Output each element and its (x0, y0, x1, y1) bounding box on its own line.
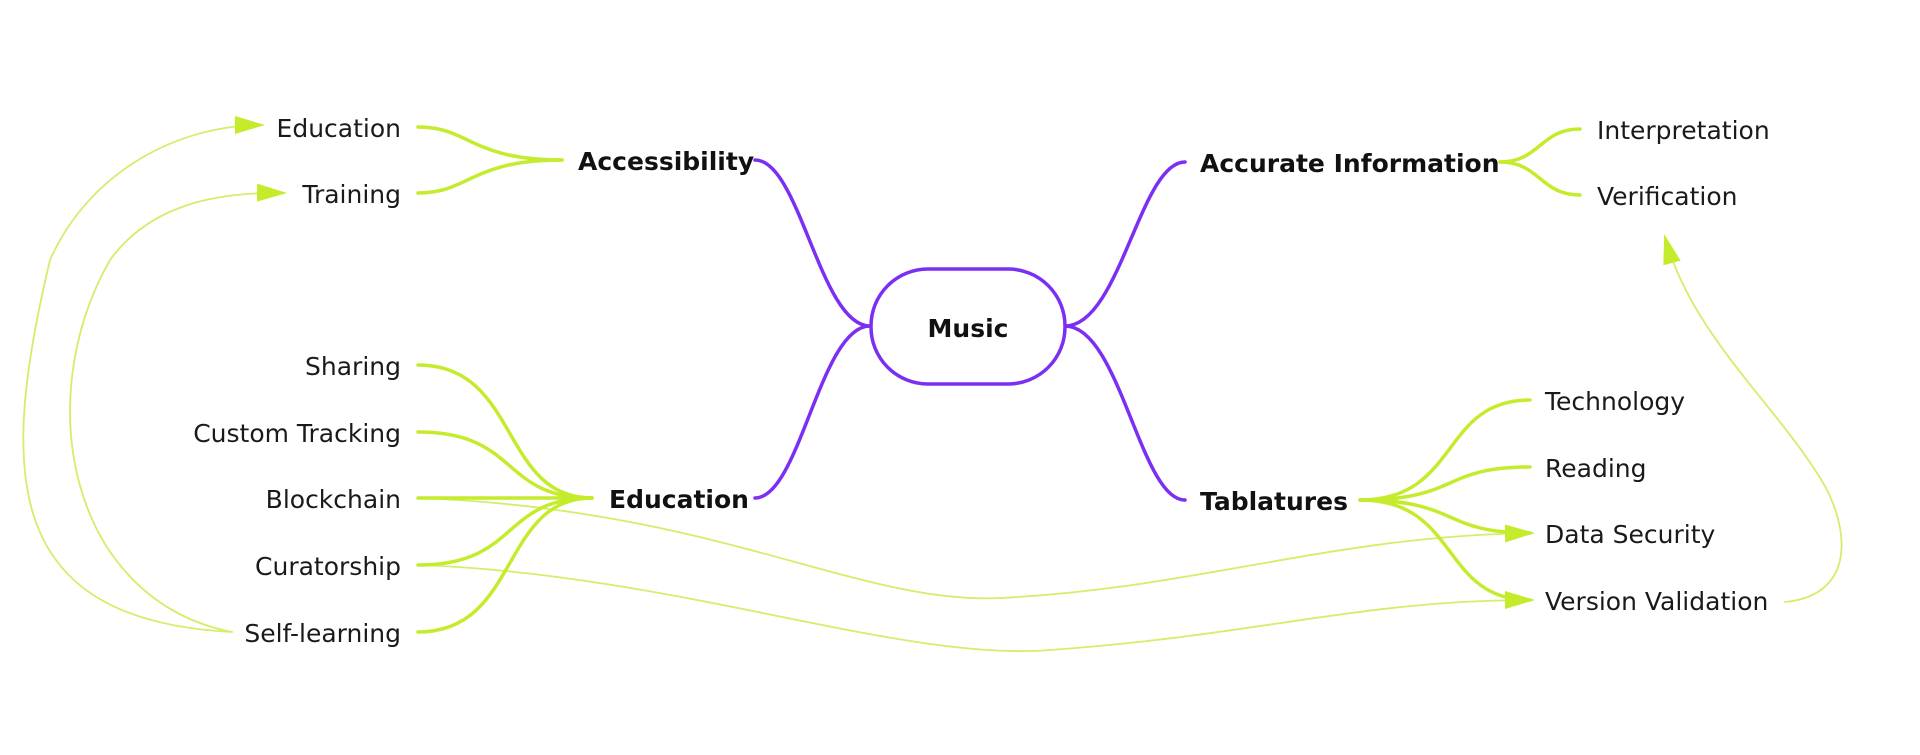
central-topic-shape (869, 267, 1067, 386)
sub-link-custom-tracking (416, 430, 594, 500)
branch-accurate-information: Accurate Information Interpretation Veri… (1200, 116, 1770, 211)
branch-label-tablatures[interactable]: Tablatures (1200, 487, 1348, 516)
leaf-education[interactable]: Education (277, 114, 401, 143)
leaf-reading[interactable]: Reading (1545, 454, 1646, 483)
branch-accessibility: Accessibility Education Training (277, 114, 755, 209)
leaf-verification[interactable]: Verification (1597, 182, 1737, 211)
sub-link-verification (1498, 160, 1582, 197)
relationship-blockchain-to-data-security[interactable] (419, 497, 1535, 600)
leaf-curatorship[interactable]: Curatorship (255, 552, 401, 581)
sub-link-self-learning (416, 496, 594, 634)
branch-link-accurate-information (1063, 160, 1187, 328)
relationship-self-learning-to-training[interactable] (69, 183, 287, 633)
leaf-version-validation[interactable]: Version Validation (1545, 587, 1768, 616)
leaf-self-learning[interactable]: Self-learning (244, 619, 401, 648)
leaf-interpretation[interactable]: Interpretation (1597, 116, 1770, 145)
branch-education: Education Sharing Custom Tracking Blockc… (193, 352, 749, 648)
branch-tablatures: Tablatures Technology Reading Data Secur… (1200, 387, 1768, 616)
leaf-training[interactable]: Training (301, 180, 401, 209)
central-topic-label: Music (928, 314, 1009, 343)
sub-link-training (416, 158, 564, 195)
branch-link-education (753, 324, 872, 500)
relationship-lines (22, 116, 1843, 652)
leaf-blockchain[interactable]: Blockchain (266, 485, 401, 514)
branch-label-accurate-information[interactable]: Accurate Information (1200, 149, 1500, 178)
sub-link-data-security (1358, 498, 1532, 535)
sub-link-interpretation (1498, 127, 1582, 164)
branch-label-accessibility[interactable]: Accessibility (578, 147, 754, 176)
branch-links (753, 158, 1187, 502)
relationship-curatorship-to-version-validation[interactable] (419, 564, 1535, 652)
sub-link-version-validation (1358, 498, 1532, 602)
branch-label-education[interactable]: Education (609, 485, 749, 514)
central-topic-node[interactable]: Music (869, 267, 1067, 386)
sub-link-reading (1358, 465, 1532, 502)
branch-link-accessibility (753, 158, 872, 328)
sub-link-sharing (416, 363, 594, 500)
sub-link-curatorship (416, 496, 594, 567)
relationship-version-validation-to-verification[interactable] (1663, 234, 1843, 603)
leaf-data-security[interactable]: Data Security (1545, 520, 1716, 549)
branch-link-tablatures (1063, 324, 1187, 502)
leaf-custom-tracking[interactable]: Custom Tracking (193, 419, 401, 448)
leaf-technology[interactable]: Technology (1544, 387, 1685, 416)
relationship-self-learning-to-education[interactable] (22, 116, 265, 633)
sub-link-education (416, 125, 564, 162)
sub-link-technology (1358, 398, 1532, 502)
leaf-sharing[interactable]: Sharing (305, 352, 401, 381)
